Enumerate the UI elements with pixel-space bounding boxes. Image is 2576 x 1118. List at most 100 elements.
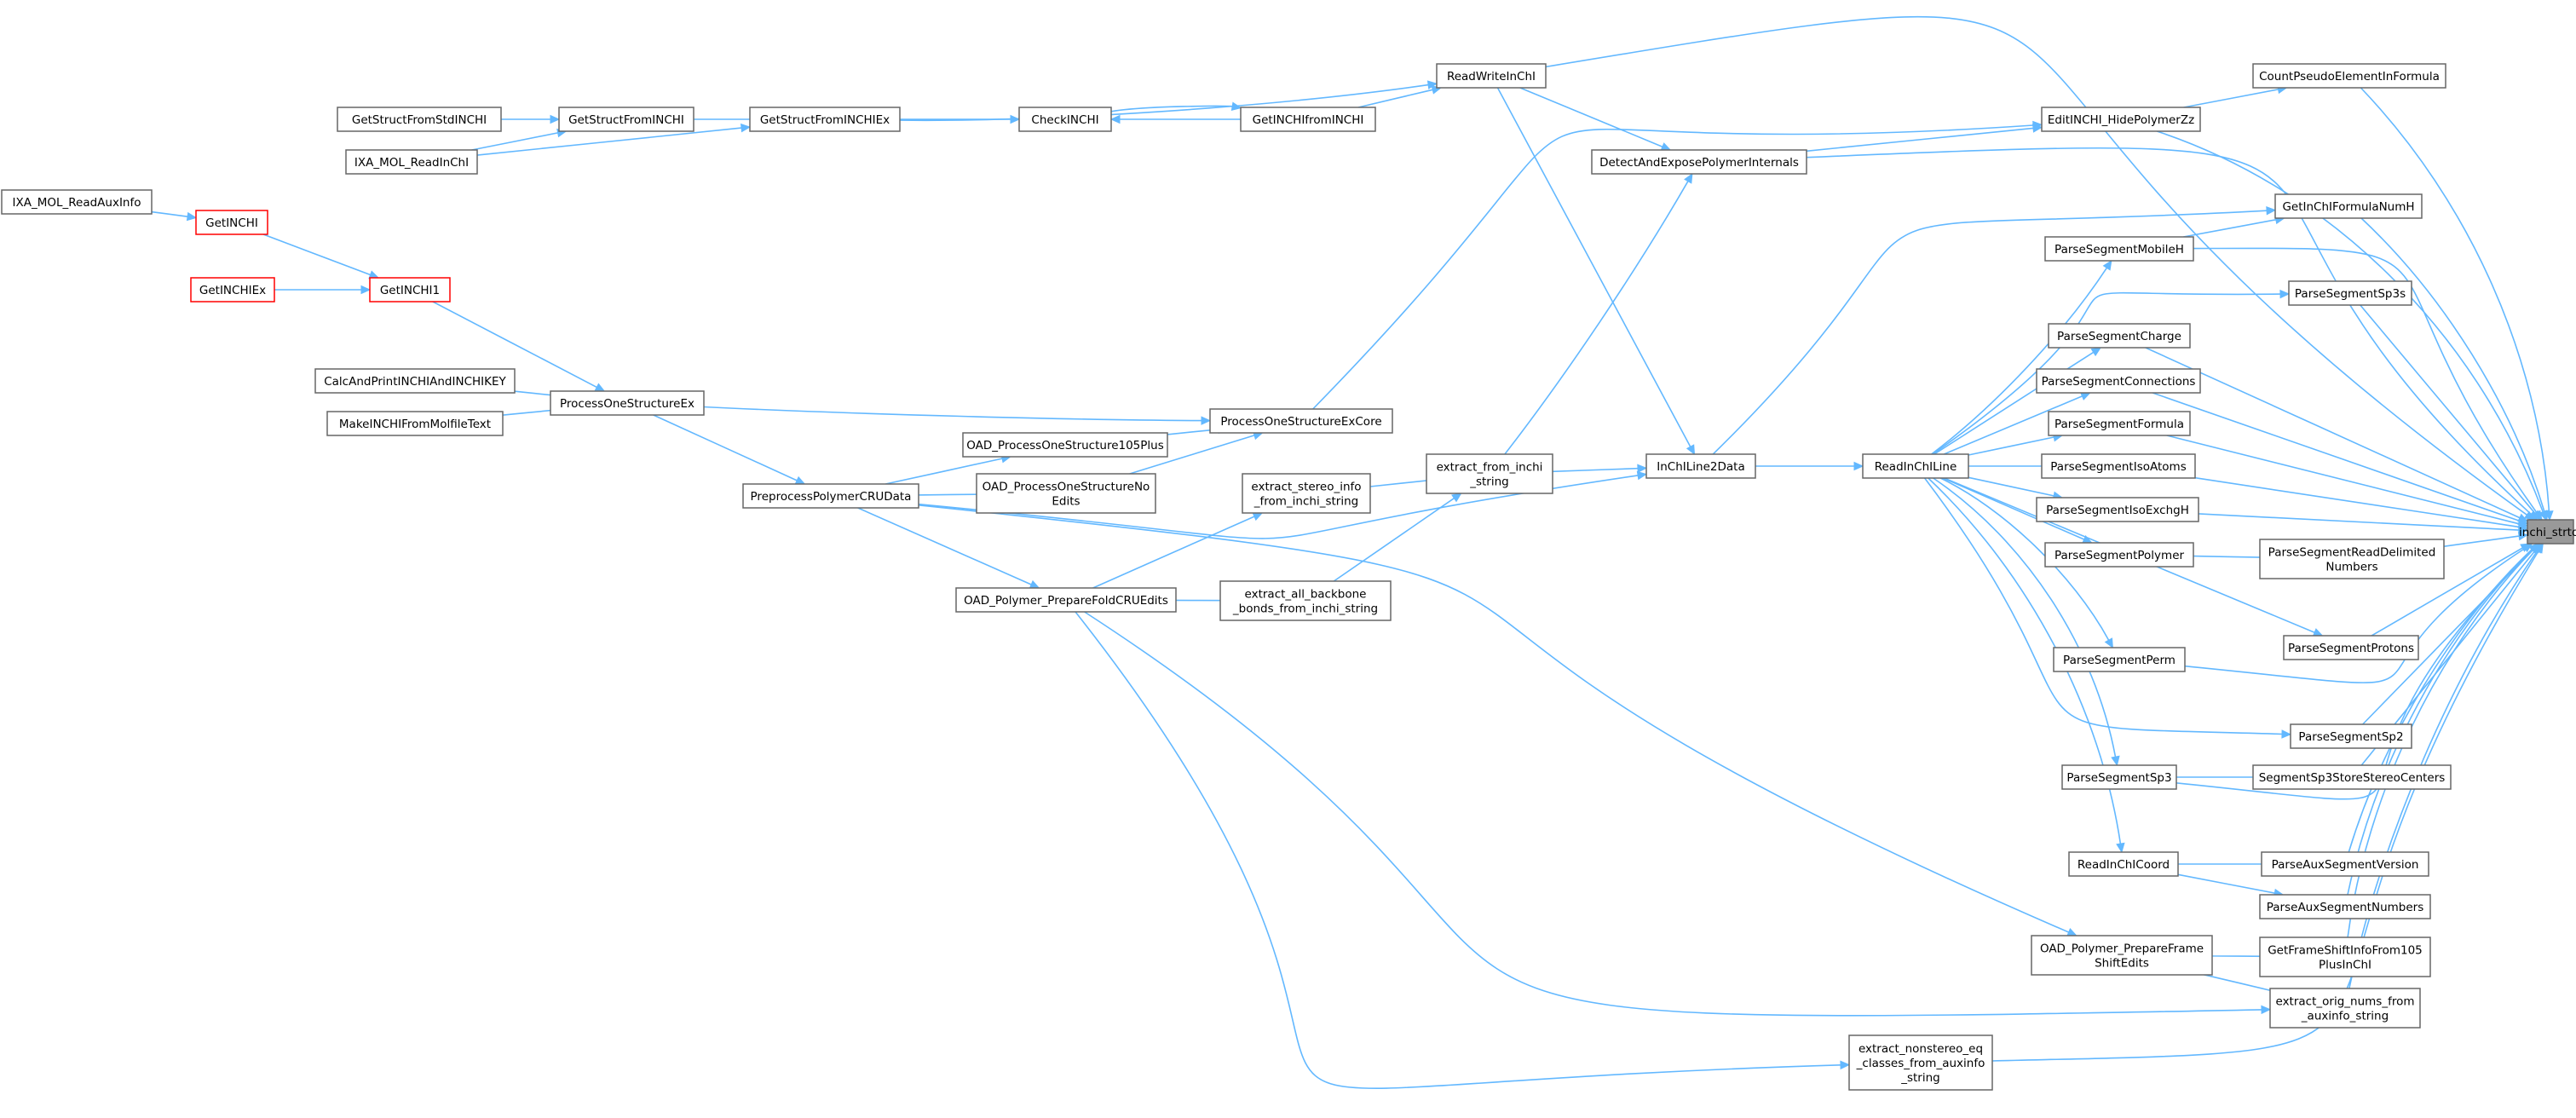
node-getstructfrominchi[interactable]: GetStructFromINCHI xyxy=(558,107,694,132)
edge-preprocesspolymercrudata-to-oad_processonestructurenoedits xyxy=(917,489,986,499)
node-box xyxy=(2044,542,2194,568)
edge-parsesegmentconnections-to-inchi_strtol xyxy=(2152,392,2529,526)
edge-line xyxy=(2183,219,2276,238)
node-processonestructureexcore[interactable]: ProcessOneStructureExCore xyxy=(1209,408,1393,434)
arrowhead-icon xyxy=(2534,542,2544,554)
node-box xyxy=(2259,894,2431,919)
node-getstructfromstdinchi[interactable]: GetStructFromStdINCHI xyxy=(337,107,502,132)
edge-processonestructureex-to-processonestructureexcore xyxy=(703,406,1212,425)
arrowhead-icon xyxy=(1660,142,1672,151)
edge-line xyxy=(703,406,1202,422)
node-label: _bonds_from_inchi_string xyxy=(1232,602,1378,616)
node-parseauxsegmentversion[interactable]: ParseAuxSegmentVersion xyxy=(2261,851,2429,877)
node-parsesegmentprotons[interactable]: ParseSegmentProtons xyxy=(2283,635,2419,660)
node-parsesegmentsp2[interactable]: ParseSegmentSp2 xyxy=(2290,723,2412,749)
edge-inchiline2data-to-readinchiline xyxy=(1755,461,1864,471)
node-parsesegmentformula[interactable]: ParseSegmentFormula xyxy=(2048,411,2191,436)
node-oad_polymer_preparefoldcruedits[interactable]: OAD_Polymer_PrepareFoldCRUEdits xyxy=(955,587,1177,613)
node-box xyxy=(2048,323,2191,349)
node-oad_processonestructure105plus[interactable]: OAD_ProcessOneStructure105Plus xyxy=(962,432,1168,458)
edge-line xyxy=(2203,974,2279,994)
node-parsesegmentperm[interactable]: ParseSegmentPerm xyxy=(2053,647,2186,672)
node-extract_stereo_info_from_inchi_string[interactable]: extract_stereo_info_from_inchi_string xyxy=(1242,473,1371,514)
arrowhead-icon xyxy=(794,475,806,485)
node-getstructfrominchiex[interactable]: GetStructFromINCHIEx xyxy=(749,107,901,132)
arrowhead-icon xyxy=(2312,628,2324,637)
node-calcandprintinchiandinchikey[interactable]: CalcAndPrintINCHIAndINCHIKEY xyxy=(314,368,516,394)
node-getinchiex[interactable]: GetINCHIEx xyxy=(190,277,275,303)
node-extract_nonstereo_eq_classes_from_auxinfo_string[interactable]: extract_nonstereo_eq_classes_from_auxinf… xyxy=(1848,1034,1993,1091)
node-editinchi_hidepolymerzz[interactable]: EditINCHI_HidePolymerZz xyxy=(2041,107,2201,132)
arrowhead-icon xyxy=(2066,927,2078,936)
node-getinchi[interactable]: GetINCHI xyxy=(195,210,268,235)
node-label: extract_all_backbone xyxy=(1245,588,1367,602)
edge-line xyxy=(1933,351,2095,455)
node-extract_from_inchi_string[interactable]: extract_from_inchi_string xyxy=(1426,453,1553,494)
arrowhead-icon xyxy=(360,285,372,295)
node-label: ParseSegmentPolymer xyxy=(2054,549,2185,562)
node-parsesegmentisoexchgh[interactable]: ParseSegmentIsoExchgH xyxy=(2036,497,2199,522)
node-label: SegmentSp3StoreStereoCenters xyxy=(2259,771,2446,785)
node-parsesegmentmobileh[interactable]: ParseSegmentMobileH xyxy=(2044,236,2194,262)
arrowhead-icon xyxy=(2261,1005,2272,1015)
node-countpseudoelementinformula[interactable]: CountPseudoElementInFormula xyxy=(2252,63,2446,89)
node-parsesegmentsp3s[interactable]: ParseSegmentSp3s xyxy=(2288,280,2412,306)
node-box xyxy=(1,189,153,215)
node-box xyxy=(2283,635,2419,660)
edge-getstructfromstdinchi-to-getstructfrominchi xyxy=(498,114,561,124)
node-label: ParseSegmentSp3 xyxy=(2066,771,2171,785)
node-getinchi1[interactable]: GetINCHI1 xyxy=(369,277,451,303)
node-extract_orig_nums_from_auxinfo_string[interactable]: extract_orig_nums_from_auxinfo_string xyxy=(2269,988,2421,1029)
node-readinchicoord[interactable]: ReadInChICoord xyxy=(2068,851,2179,877)
edge-line xyxy=(2198,513,2520,531)
node-label: GetStructFromStdINCHI xyxy=(352,113,487,127)
node-readinchiline[interactable]: ReadInChILine xyxy=(1862,453,1969,479)
node-preprocesspolymercrudata[interactable]: PreprocessPolymerCRUData xyxy=(742,483,919,509)
node-segmentsp3storestereocenters[interactable]: SegmentSp3StoreStereoCenters xyxy=(2252,764,2452,790)
edge-line xyxy=(1504,181,1689,455)
node-readwriteinchi[interactable]: ReadWriteInChI xyxy=(1436,63,1547,89)
node-makeinchifrommolfiletext[interactable]: MakeINCHIFromMolfileText xyxy=(326,411,504,436)
node-parsesegmentconnections[interactable]: ParseSegmentConnections xyxy=(2036,368,2201,394)
node-label: OAD_Polymer_PrepareFoldCRUEdits xyxy=(964,594,1168,608)
edge-line xyxy=(1932,291,2281,455)
edge-line xyxy=(1129,435,1255,475)
edge-line xyxy=(1931,267,2107,455)
node-box xyxy=(550,390,705,416)
node-extract_all_backbone_bonds_from_inchi_string[interactable]: extract_all_backbone_bonds_from_inchi_st… xyxy=(1219,580,1392,621)
node-ixa_mol_readauxinfo[interactable]: IXA_MOL_ReadAuxInfo xyxy=(1,189,153,215)
arrowhead-icon xyxy=(1201,416,1212,425)
node-label: OAD_ProcessOneStructure105Plus xyxy=(966,439,1164,452)
node-parsesegmentcharge[interactable]: ParseSegmentCharge xyxy=(2048,323,2191,349)
edge-preprocesspolymercrudata-to-oad_polymer_prepareframeshiftedits xyxy=(918,504,2078,936)
node-box xyxy=(2259,539,2445,579)
edge-readinchiline-to-parsesegmentpolymer xyxy=(1942,477,2093,544)
node-label: GetINCHIEx xyxy=(199,284,266,297)
arrowhead-icon xyxy=(1684,172,1693,184)
node-box xyxy=(2261,851,2429,877)
node-getinchiformulanumh[interactable]: GetInChIFormulaNumH xyxy=(2274,193,2423,219)
node-label: inchi_strtol xyxy=(2519,526,2576,539)
node-detectandexposepolymerinternals[interactable]: DetectAndExposePolymerInternals xyxy=(1591,149,1807,175)
node-box xyxy=(2048,411,2191,436)
edge-parsesegmentreaddelimitednumbers-to-inchi_strtol xyxy=(2437,531,2529,548)
node-ixa_mol_readinchi[interactable]: IXA_MOL_ReadInChI xyxy=(345,149,478,175)
node-checkinchi[interactable]: CheckINCHI xyxy=(1018,107,1112,132)
node-parsesegmentsp3[interactable]: ParseSegmentSp3 xyxy=(2061,764,2177,790)
node-getinchifrominchi[interactable]: GetINCHIfromINCHI xyxy=(1240,107,1376,132)
node-parsesegmentisoatoms[interactable]: ParseSegmentIsoAtoms xyxy=(2041,453,2196,479)
node-inchiline2data[interactable]: InChILine2Data xyxy=(1645,453,1756,479)
node-label: ParseSegmentCharge xyxy=(2057,330,2181,343)
node-processonestructureex[interactable]: ProcessOneStructureEx xyxy=(550,390,705,416)
node-parseauxsegmentnumbers[interactable]: ParseAuxSegmentNumbers xyxy=(2259,894,2431,919)
node-box xyxy=(345,149,478,175)
node-parsesegmentpolymer[interactable]: ParseSegmentPolymer xyxy=(2044,542,2194,568)
edge-readinchiline-to-parsesegmentmobileh xyxy=(1931,259,2112,455)
node-box xyxy=(2269,988,2421,1029)
node-label: _auxinfo_string xyxy=(2301,1010,2389,1023)
